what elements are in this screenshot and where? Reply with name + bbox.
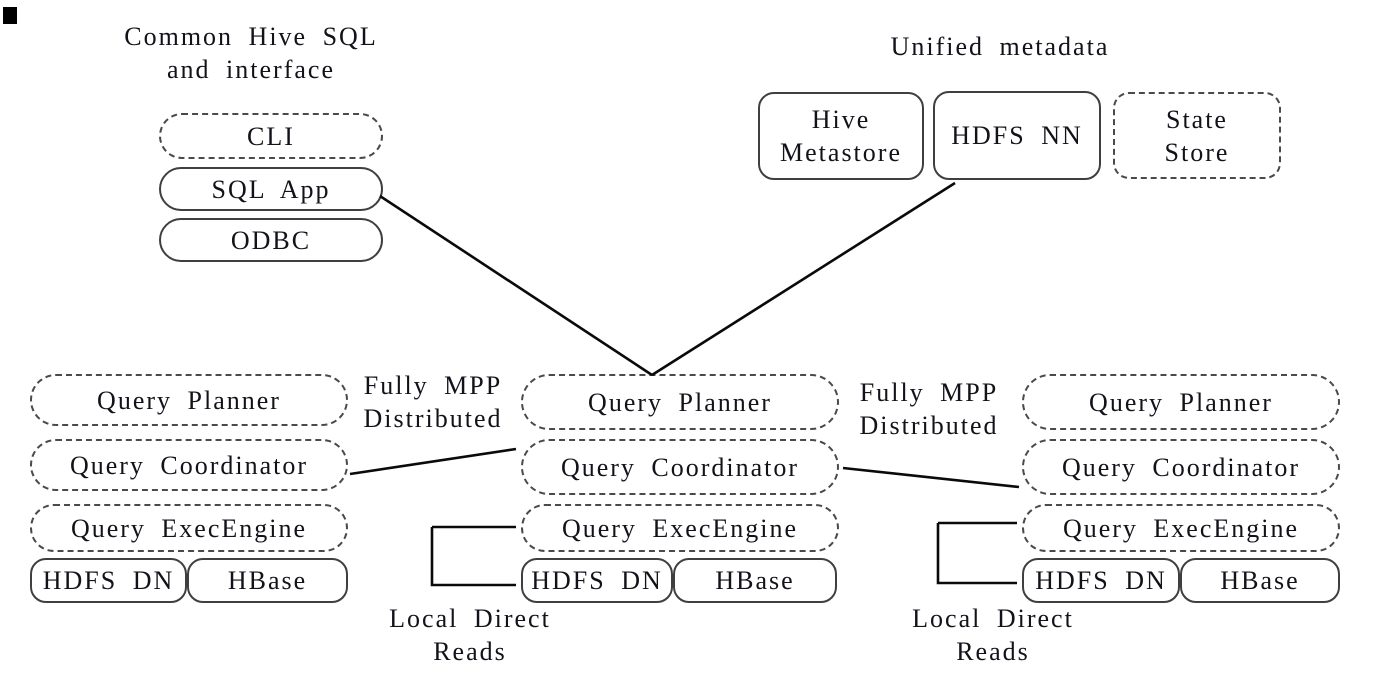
node-query-planner: Query Planner (1022, 374, 1340, 430)
arrow-planner-to-sqlapp (379, 194, 653, 377)
node-hdfs-nn: HDFS NN (933, 91, 1101, 180)
node-hbase: HBase (1180, 558, 1340, 603)
node-query-planner: Query Planner (521, 374, 839, 430)
arrow-coordinator-left-center (349, 447, 517, 476)
node-query-coordinator: Query Coordinator (1022, 439, 1340, 495)
metadata-cluster-title: Unified metadata (890, 32, 1110, 61)
local-direct-reads-label-right: Local Direct Reads (912, 604, 1074, 666)
node-hdfs-dn: HDFS DN (1022, 558, 1180, 603)
node-query-coordinator: Query Coordinator (30, 439, 348, 491)
node-hdfs-dn: HDFS DN (521, 558, 673, 603)
local-direct-reads-label-left: Local Direct Reads (389, 604, 551, 666)
node-query-execengine: Query ExecEngine (1022, 504, 1340, 552)
node-query-coordinator: Query Coordinator (521, 439, 839, 495)
node-query-execengine: Query ExecEngine (521, 504, 839, 552)
node-state-store: State Store (1113, 92, 1281, 179)
arrow-local-reads-right-bottom (936, 523, 1017, 585)
node-query-planner: Query Planner (30, 374, 348, 426)
node-query-execengine: Query ExecEngine (30, 504, 348, 552)
node-hdfs-dn: HDFS DN (30, 558, 187, 603)
black-square-marker (3, 7, 17, 24)
node-hbase: HBase (673, 558, 837, 603)
node-hbase: HBase (187, 558, 348, 603)
arrow-planner-to-hdfsnn (651, 181, 956, 377)
node-hive-metastore: Hive Metastore (758, 92, 924, 180)
node-odbc: ODBC (159, 218, 383, 262)
node-cli: CLI (159, 113, 383, 159)
client-cluster-title: Common Hive SQL and interface (124, 22, 378, 84)
fully-mpp-distributed-label-right: Fully MPP Distributed (859, 378, 999, 440)
fully-mpp-distributed-label-left: Fully MPP Distributed (363, 371, 503, 433)
node-sql-app: SQL App (159, 167, 383, 211)
arrow-local-reads-center-bottom (430, 527, 516, 587)
arrow-coordinator-center-right (842, 466, 1020, 489)
